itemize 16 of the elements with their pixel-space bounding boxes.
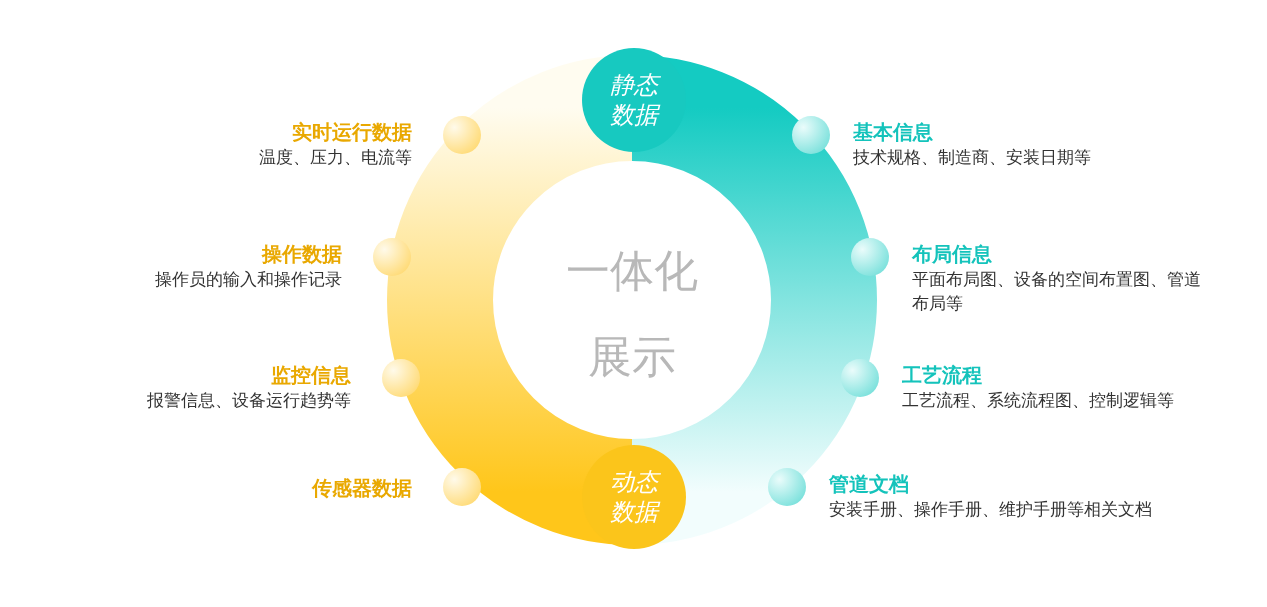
- item-description: 工艺流程、系统流程图、控制逻辑等: [902, 389, 1174, 412]
- item-description: 平面布局图、设备的空间布置图、管道布局等: [912, 268, 1202, 315]
- item-heading: 操作数据: [262, 241, 342, 267]
- item-heading: 布局信息: [912, 241, 992, 267]
- item-description: 安装手册、操作手册、维护手册等相关文档: [829, 498, 1152, 521]
- item-heading: 基本信息: [853, 119, 933, 145]
- item-description: 技术规格、制造商、安装日期等: [853, 146, 1091, 169]
- item-heading: 监控信息: [271, 362, 351, 388]
- center-title: 一体化展示: [562, 228, 702, 400]
- item-heading: 工艺流程: [902, 362, 982, 388]
- item-description: 报警信息、设备运行趋势等: [147, 389, 351, 412]
- item-heading: 传感器数据: [312, 475, 412, 501]
- item-description: 温度、压力、电流等: [259, 146, 412, 169]
- item-heading: 管道文档: [829, 471, 909, 497]
- item-heading: 实时运行数据: [292, 119, 412, 145]
- item-description: 操作员的输入和操作记录: [155, 268, 342, 291]
